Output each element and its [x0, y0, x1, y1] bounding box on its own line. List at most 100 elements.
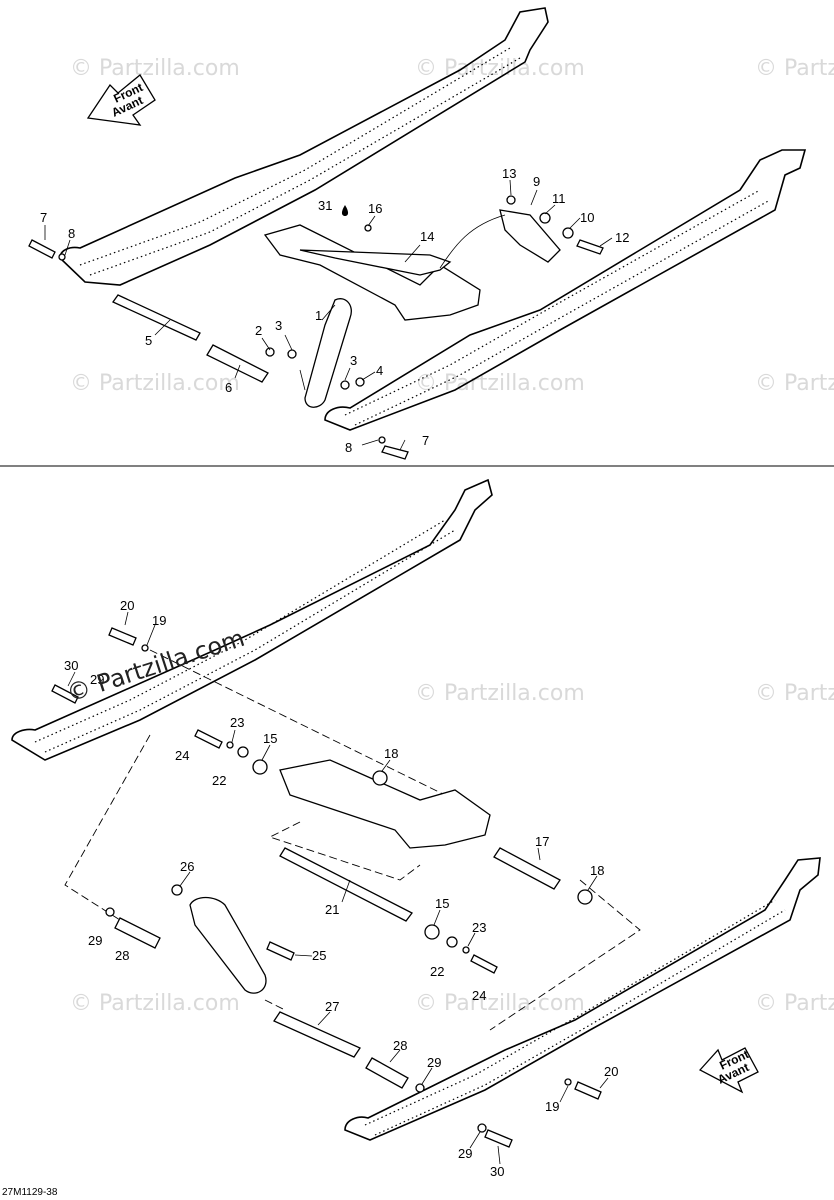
- nut-13: [506, 195, 516, 205]
- washer-23: [462, 946, 470, 954]
- watermark: © Partzilla.com: [415, 681, 585, 706]
- callout-30: 30: [64, 658, 78, 673]
- callout-5: 5: [145, 333, 152, 348]
- washer-29: [477, 1123, 487, 1133]
- bolt-24: [194, 729, 223, 749]
- callout-1: 1: [315, 308, 322, 323]
- bolt-30: [51, 684, 79, 704]
- callout-13: 13: [502, 166, 516, 181]
- callout-labels: 7 8 5 6 2 3 1 3 4 8 7 31 16 14 13 9 11 1…: [40, 166, 629, 455]
- watermark: © Partzilla: [755, 991, 834, 1016]
- grease-fitting-16: [364, 224, 372, 232]
- assembly-guide-lines: [64, 649, 641, 1031]
- callout-23: 23: [230, 715, 244, 730]
- watermark-overlay: © Partzilla.com: [63, 624, 248, 708]
- bushing-15: [252, 759, 268, 775]
- callout-29: 29: [458, 1146, 472, 1161]
- bearing-11: [539, 212, 551, 224]
- callout-15: 15: [435, 896, 449, 911]
- leader-lines: [44, 179, 613, 451]
- callout-2: 2: [255, 323, 262, 338]
- callout-14: 14: [420, 229, 434, 244]
- callout-10: 10: [580, 210, 594, 225]
- callout-23: 23: [472, 920, 486, 935]
- washer-22: [237, 746, 249, 758]
- callout-4: 4: [376, 363, 383, 378]
- washer-23: [226, 741, 234, 749]
- callout-25: 25: [312, 948, 326, 963]
- nut-26: [171, 884, 183, 896]
- callout-20: 20: [604, 1064, 618, 1079]
- callout-29: 29: [88, 933, 102, 948]
- watermark: © Partzilla.com: [70, 991, 240, 1016]
- bolt-20: [108, 627, 137, 646]
- leader-lines: [67, 611, 609, 1165]
- watermark: © Partzilla.com: [70, 371, 240, 396]
- callout-20: 20: [120, 598, 134, 613]
- callout-19: 19: [545, 1099, 559, 1114]
- callout-8: 8: [345, 440, 352, 455]
- spacer-28: [365, 1057, 409, 1089]
- shaft-17: [493, 847, 561, 890]
- right-rail: [344, 857, 821, 1141]
- left-rail: [11, 478, 493, 761]
- callout-30: 30: [490, 1164, 504, 1179]
- callout-28: 28: [115, 948, 129, 963]
- cross-shaft-5: [112, 294, 201, 341]
- nut-2: [265, 347, 275, 357]
- callout-7: 7: [40, 210, 47, 225]
- right-rail: [324, 149, 807, 431]
- watermark-layer: © Partzilla.com © Partzilla.com © Partzi…: [70, 56, 834, 1016]
- callout-27: 27: [325, 999, 339, 1014]
- shock-absorber: [189, 896, 267, 994]
- link-1: [304, 298, 352, 408]
- washer-3: [340, 380, 350, 390]
- washer-22: [446, 936, 458, 948]
- shaft-21: [279, 847, 413, 922]
- callout-7: 7: [422, 433, 429, 448]
- bolt-25: [266, 941, 295, 961]
- watermark: © Partzilla.com: [415, 991, 585, 1016]
- figure-code: 27M1129-38: [2, 1187, 58, 1198]
- washer-8: [378, 436, 386, 444]
- callout-26: 26: [180, 859, 194, 874]
- callout-28: 28: [393, 1038, 407, 1053]
- swing-arm: [279, 759, 491, 849]
- callout-24: 24: [472, 988, 486, 1003]
- swing-arm-14: [263, 224, 481, 321]
- bushing-18: [577, 889, 593, 905]
- callout-18: 18: [384, 746, 398, 761]
- spacer-28: [114, 917, 161, 949]
- callout-3: 3: [350, 353, 357, 368]
- washer-19: [564, 1078, 572, 1086]
- callout-9: 9: [533, 174, 540, 189]
- washer-3: [287, 349, 297, 359]
- callout-18: 18: [590, 863, 604, 878]
- bolt-20: [574, 1081, 602, 1100]
- bolt-30: [484, 1129, 513, 1148]
- washer-29: [415, 1083, 425, 1093]
- callout-24: 24: [175, 748, 189, 763]
- washer-29: [105, 907, 115, 917]
- callout-15: 15: [263, 731, 277, 746]
- callout-labels: 20 19 30 29 23 15 24 22 18 17 18 26 21 1…: [64, 598, 618, 1179]
- watermark: © Partzilla.com: [415, 371, 585, 396]
- callout-16: 16: [368, 201, 382, 216]
- top-figure: Front Avant: [28, 7, 807, 460]
- front-direction-arrow: Front Avant: [86, 74, 156, 126]
- shaft-27: [273, 1011, 361, 1058]
- bushing-15: [424, 924, 440, 940]
- callout-3: 3: [275, 318, 282, 333]
- washer-8: [58, 253, 66, 261]
- bolt-24: [470, 954, 498, 974]
- callout-29: 29: [90, 672, 104, 687]
- callout-19: 19: [152, 613, 166, 628]
- callout-21: 21: [325, 902, 339, 917]
- bolt-7: [381, 445, 409, 460]
- callout-11: 11: [552, 191, 566, 206]
- callout-6: 6: [225, 380, 232, 395]
- bushing-18: [372, 770, 388, 786]
- callout-22: 22: [212, 773, 226, 788]
- spacer-10: [562, 227, 574, 239]
